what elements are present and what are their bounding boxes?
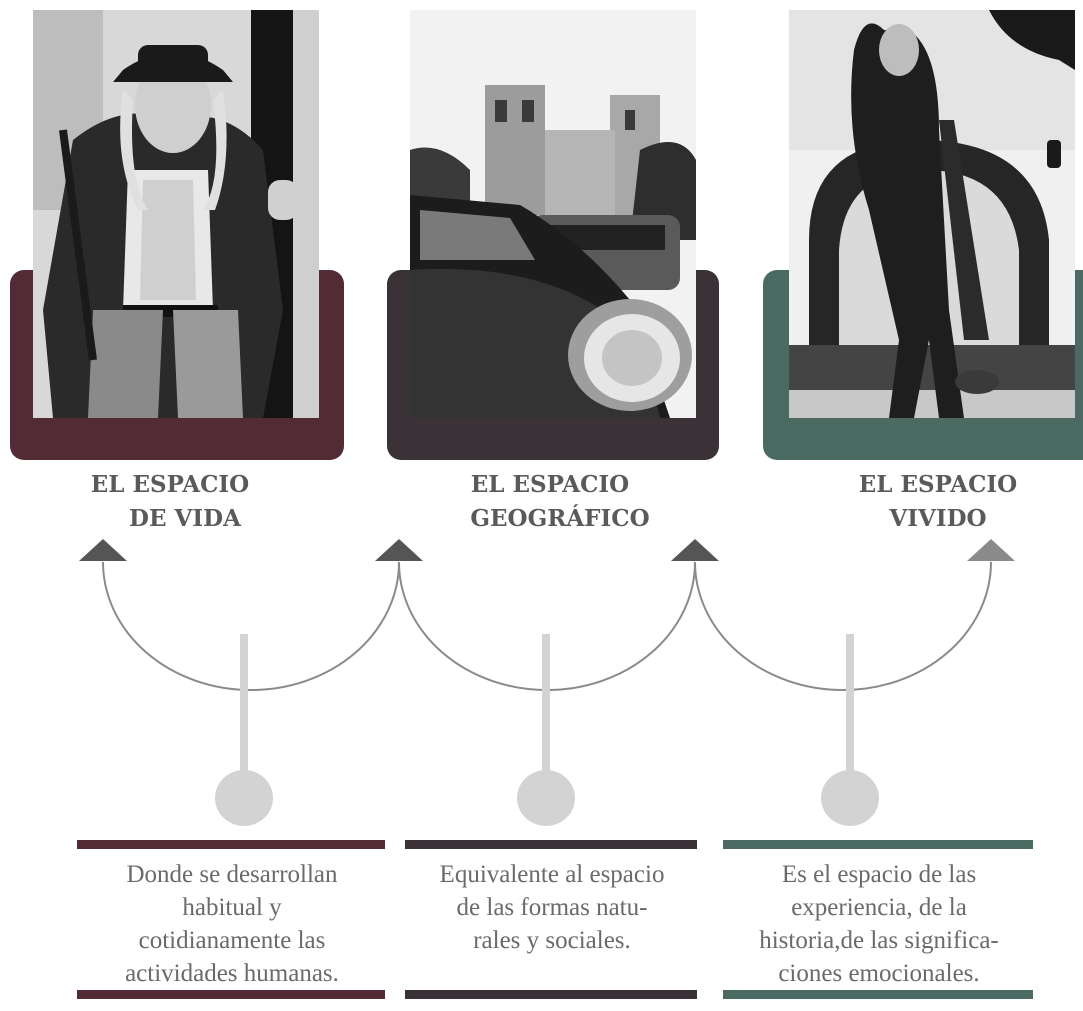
title-espacio-vivido: EL ESPACIO VIVIDO: [808, 468, 1068, 536]
stem-1: [240, 634, 248, 779]
title-line: GEOGRÁFICO: [470, 505, 650, 532]
title-espacio-geografico: EL ESPACIO GEOGRÁFICO: [420, 468, 680, 536]
man-in-hat-photo: [33, 10, 319, 418]
description-line: habitual y: [182, 894, 282, 921]
title-line: EL ESPACIO: [858, 471, 1018, 498]
arrow-up-4: [967, 539, 1015, 561]
top-bar-espacio-geografico: [405, 840, 697, 849]
car-and-church-photo: [410, 10, 696, 418]
street-puppeteer-photo: [789, 10, 1075, 418]
node-circle-2: [517, 770, 575, 826]
description-line: historia,de las significa-: [759, 927, 999, 954]
title-espacio-de-vida: EL ESPACIO DE VIDA: [40, 468, 300, 536]
bottom-bar-espacio-geografico: [405, 990, 697, 999]
arc-left: [102, 561, 400, 691]
description-line: Donde se desarrollan: [126, 861, 338, 888]
description-line: ciones emocionales.: [778, 960, 980, 987]
arrow-up-1: [79, 539, 127, 561]
stem-3: [846, 634, 854, 779]
arrow-up-2: [375, 539, 423, 561]
top-bar-espacio-vivido: [723, 840, 1033, 849]
stem-2: [542, 634, 550, 779]
description-espacio-vivido: Es el espacio de las experiencia, de la …: [724, 858, 1034, 990]
title-line: EL ESPACIO: [90, 471, 250, 498]
node-circle-3: [821, 770, 879, 826]
description-line: cotidianamente las: [138, 927, 326, 954]
description-line: Equivalente al espacio: [439, 861, 665, 888]
description-line: Es el espacio de las: [781, 861, 977, 888]
description-line: experiencia, de la: [791, 894, 967, 921]
title-line: DE VIDA: [129, 505, 241, 532]
bottom-bar-espacio-vivido: [723, 990, 1033, 999]
description-line: rales y sociales.: [473, 927, 631, 954]
description-espacio-geografico: Equivalente al espacio de las formas nat…: [402, 858, 702, 957]
top-bar-espacio-de-vida: [77, 840, 385, 849]
bottom-bar-espacio-de-vida: [77, 990, 385, 999]
description-line: actividades humanas.: [125, 960, 339, 987]
description-line: de las formas natu-: [456, 894, 648, 921]
title-line: VIVIDO: [889, 505, 987, 532]
arrow-up-3: [671, 539, 719, 561]
node-circle-1: [215, 770, 273, 826]
title-line: EL ESPACIO: [470, 471, 630, 498]
arc-right: [694, 561, 992, 691]
description-espacio-de-vida: Donde se desarrollan habitual y cotidian…: [82, 858, 382, 990]
